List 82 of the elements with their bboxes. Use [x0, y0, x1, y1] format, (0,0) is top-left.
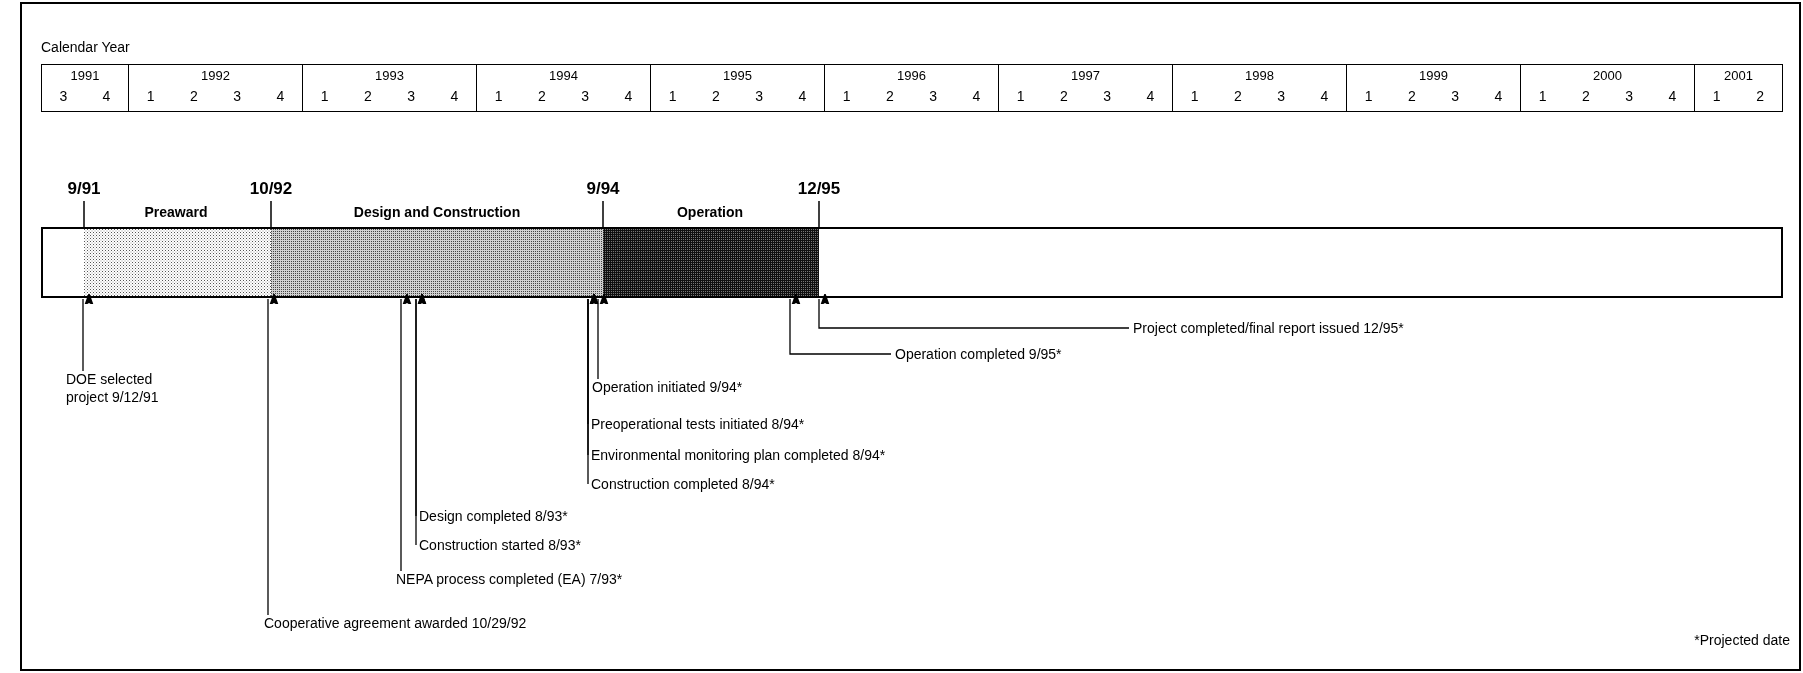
quarter-cell-text: 1 [841, 87, 852, 106]
year-cell-text: 1993 [374, 67, 405, 85]
shaded-segment [84, 229, 271, 296]
year-cell-text: 1997 [1070, 67, 1101, 85]
year-cell-text: 1991 [69, 67, 101, 85]
quarter-cell-text: 1 [1537, 87, 1548, 106]
quarter-cell-text: 4 [623, 87, 634, 106]
quarter-cell-text: 2 [536, 87, 547, 106]
milestone-text: Operation completed 9/95* [895, 345, 1062, 363]
quarter-cell-text: 3 [1102, 87, 1112, 106]
quarter-cell-text: 4 [797, 87, 808, 106]
year-cell-text: 2000 [1592, 67, 1623, 85]
quarter-cell-text: 4 [449, 87, 460, 106]
milestone-text: Environmental monitoring plan completed 8/94* [591, 446, 886, 464]
quarter-cell-text: 3 [58, 87, 69, 106]
quarter-cell-text: 2 [1058, 87, 1069, 106]
quarter-cell-text: 2 [188, 87, 199, 106]
leader-arrow [818, 292, 1130, 329]
leader-arrow [267, 292, 279, 616]
year-cell-text: 1998 [1244, 67, 1275, 85]
quarter-cell-text: 2 [1406, 87, 1417, 106]
quarter-cell-text: 2 [710, 87, 721, 106]
year-cell-text: 1992 [200, 67, 231, 85]
quarter-cell-text: 3 [1624, 87, 1634, 106]
quarter-cell-text: 3 [232, 87, 242, 106]
year-cell-text: 1996 [896, 67, 927, 85]
quarter-cell-text: 1 [145, 87, 156, 106]
year-cell-text: 1999 [1418, 67, 1449, 85]
quarter-cell-text: 4 [1667, 87, 1678, 106]
leader-arrow [597, 292, 609, 380]
year-cell-text: 1995 [722, 67, 753, 85]
quarter-cell-text: 2 [362, 87, 373, 106]
year-cell-text: 1994 [548, 67, 579, 85]
milestone-date: 9/91 [67, 179, 101, 199]
milestone-date: 10/92 [249, 179, 293, 199]
quarter-cell-text: 3 [1276, 87, 1286, 106]
quarter-cell-text: 4 [971, 87, 982, 106]
quarter-cell-text: 3 [928, 87, 938, 106]
quarter-cell-text: 1 [1711, 87, 1722, 106]
quarter-cell-text: 1 [1189, 87, 1200, 106]
year-cell-text: 2001 [1723, 67, 1754, 85]
quarter-cell-text: 4 [275, 87, 286, 106]
milestone-date: 12/95 [797, 179, 841, 199]
footnote: *Projected date [1694, 632, 1790, 648]
axis-title: Calendar Year [41, 39, 130, 55]
quarter-cell-text: 3 [406, 87, 416, 106]
milestone-text: DOE selected project 9/12/91 [66, 370, 178, 406]
leader-arrow [789, 292, 892, 355]
leader-arrow [82, 292, 94, 372]
quarter-cell-text: 2 [884, 87, 895, 106]
milestone-text: Construction started 8/93* [419, 536, 581, 554]
quarter-cell-text: 3 [1450, 87, 1460, 106]
quarter-cell-text: 2 [1755, 87, 1766, 106]
phase-label: Operation [676, 204, 744, 221]
milestone-text: Preoperational tests initiated 8/94* [591, 415, 805, 433]
quarter-cell-text: 1 [319, 87, 330, 106]
quarter-cell-text: 4 [1319, 87, 1330, 106]
phase-label: Design and Construction [353, 204, 521, 221]
quarter-cell-text: 4 [101, 87, 112, 106]
milestone-text: Project completed/final report issued 12/95* [1133, 319, 1404, 337]
quarter-cell-text: 4 [1493, 87, 1504, 106]
leader-arrow [587, 292, 599, 485]
shaded-segment [271, 229, 603, 296]
quarter-cell-text: 1 [493, 87, 504, 106]
quarter-cell-text: 4 [1145, 87, 1156, 106]
shaded-segment [603, 229, 819, 296]
milestone-text: Cooperative agreement awarded 10/29/92 [264, 614, 527, 632]
milestone-text: Operation initiated 9/94* [592, 378, 743, 396]
phase-label: Preaward [144, 204, 208, 221]
quarter-cell-text: 1 [667, 87, 678, 106]
milestone-text: NEPA process completed (EA) 7/93* [396, 570, 623, 588]
quarter-cell-text: 1 [1363, 87, 1374, 106]
schedule-bar [41, 227, 1783, 298]
quarter-cell-text: 2 [1232, 87, 1243, 106]
quarter-cell-text: 3 [580, 87, 590, 106]
milestone-text: Design completed 8/93* [419, 507, 568, 525]
quarter-cell-text: 2 [1580, 87, 1591, 106]
quarter-cell-text: 3 [754, 87, 764, 106]
milestone-text: Construction completed 8/94* [591, 475, 775, 493]
quarter-cell-text: 1 [1015, 87, 1026, 106]
leader-arrow [400, 292, 412, 572]
milestone-date: 9/94 [586, 179, 620, 199]
